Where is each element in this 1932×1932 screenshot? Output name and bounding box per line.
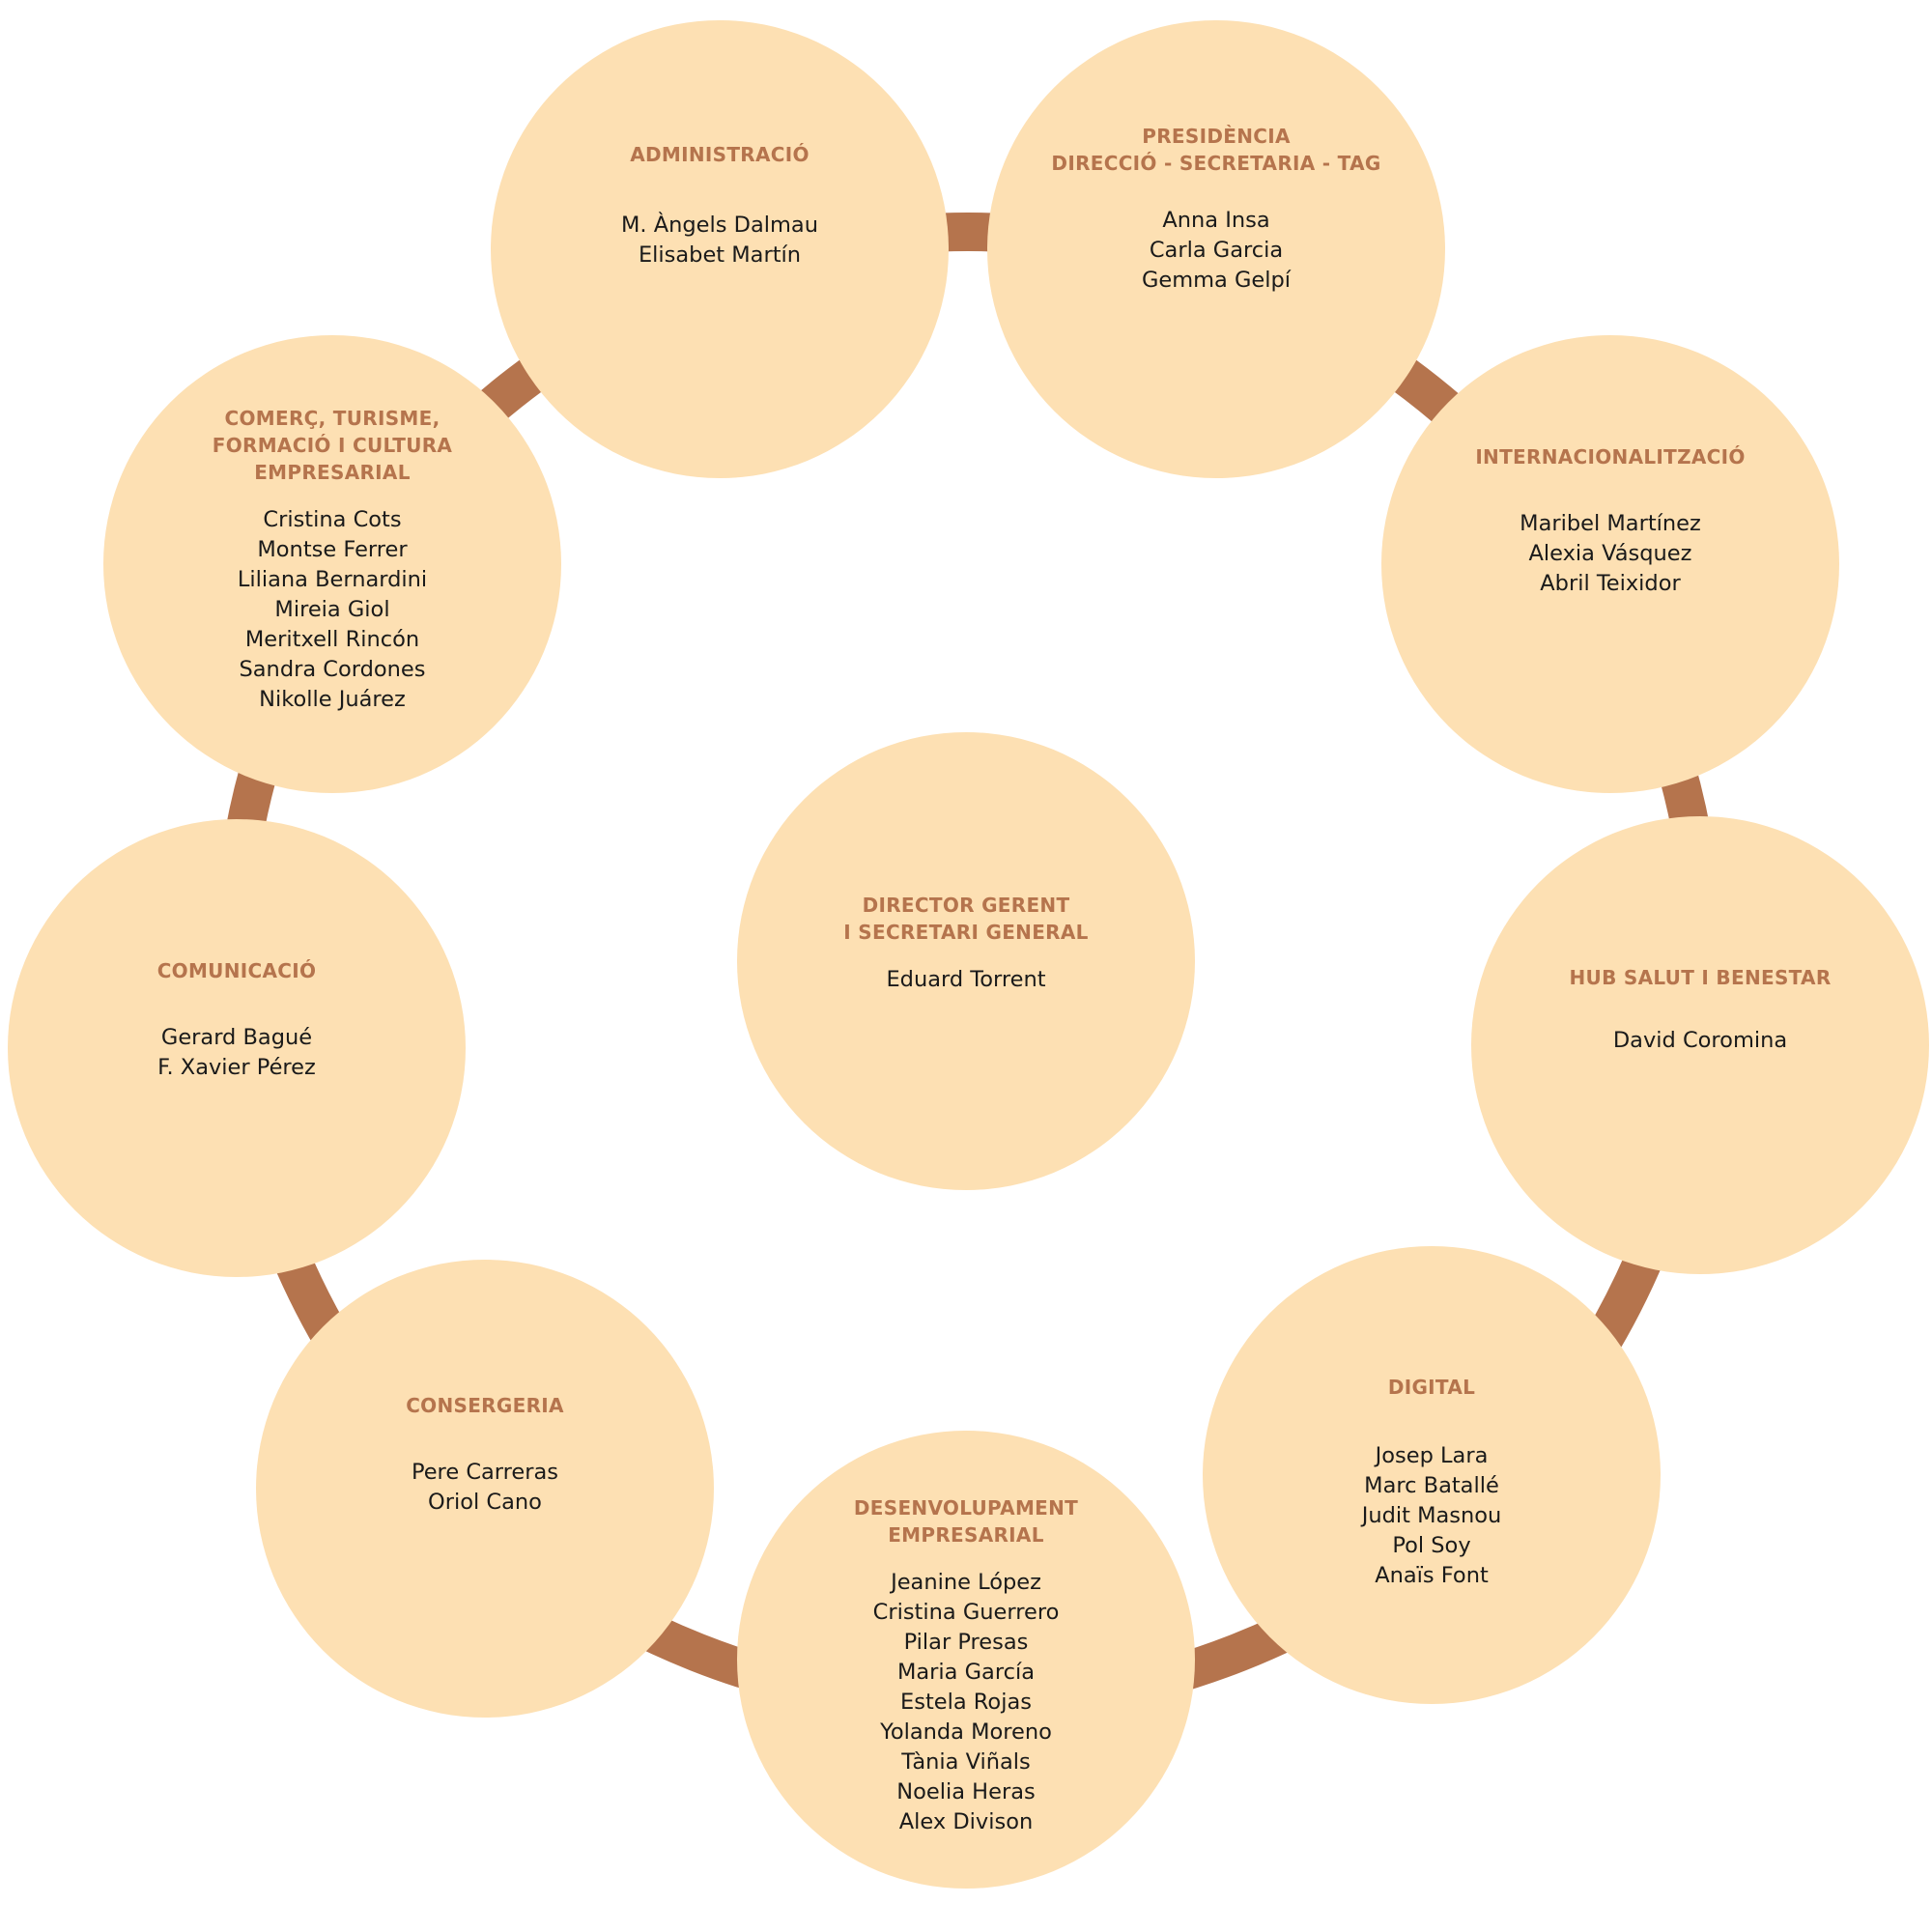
node-title: DESENVOLUPAMENT EMPRESARIAL	[853, 1496, 1079, 1547]
member-name: Anaïs Font	[1375, 1563, 1489, 1588]
node-title: DIRECTOR GERENT I SECRETARI GENERAL	[843, 894, 1089, 944]
member-name: Cristina Cots	[263, 507, 402, 532]
member-name: Oriol Cano	[428, 1490, 542, 1515]
node-members: Anna Insa Carla Garcia Gemma Gelpí	[987, 206, 1445, 296]
node-title: INTERNACIONALITZACIÓ	[1475, 445, 1746, 469]
member-name: Abril Teixidor	[1540, 571, 1681, 596]
dept-comunicacio: COMUNICACIÓ Gerard Bagué F. Xavier Pérez	[8, 819, 466, 1277]
member-name: Maribel Martínez	[1520, 511, 1701, 536]
member-name: Alex Divison	[898, 1809, 1034, 1834]
dept-consergeria: CONSERGERIA Pere Carreras Oriol Cano	[256, 1260, 714, 1718]
dept-presidencia: PRESIDÈNCIA DIRECCIÓ - SECRETARIA - TAG …	[987, 20, 1445, 478]
node-members: Maribel Martínez Alexia Vásquez Abril Te…	[1381, 509, 1839, 599]
member-name: Meritxell Rincón	[244, 627, 420, 652]
member-name: Liliana Bernardini	[237, 567, 428, 592]
node-title: PRESIDÈNCIA DIRECCIÓ - SECRETARIA - TAG	[1051, 125, 1381, 175]
member-name: Josep Lara	[1375, 1443, 1489, 1468]
node-members: Jeanine López Cristina Guerrero Pilar Pr…	[737, 1568, 1195, 1837]
member-name: Noelia Heras	[896, 1779, 1036, 1804]
node-title: COMUNICACIÓ	[156, 959, 317, 982]
node-members: Eduard Torrent	[737, 965, 1195, 995]
member-name: Carla Garcia	[1149, 238, 1284, 263]
member-name: Maria García	[896, 1660, 1036, 1685]
dept-desenvolupament: DESENVOLUPAMENT EMPRESARIAL Jeanine Lópe…	[737, 1431, 1195, 1889]
node-members: Gerard Bagué F. Xavier Pérez	[8, 1023, 466, 1083]
member-name: Eduard Torrent	[886, 967, 1046, 992]
member-name: Marc Batallé	[1364, 1473, 1499, 1498]
node-members: M. Àngels Dalmau Elisabet Martín	[491, 211, 949, 270]
member-name: M. Àngels Dalmau	[621, 213, 818, 238]
member-name: Gemma Gelpí	[1141, 268, 1292, 293]
member-name: Sandra Cordones	[239, 657, 426, 682]
node-title: HUB SALUT I BENESTAR	[1569, 966, 1832, 989]
member-name: David Coromina	[1612, 1028, 1788, 1053]
member-name: Pol Soy	[1392, 1533, 1471, 1558]
node-members: Cristina Cots Montse Ferrer Liliana Bern…	[103, 505, 561, 715]
member-name: Mireia Giol	[274, 597, 390, 622]
dept-hub-salut: HUB SALUT I BENESTAR David Coromina	[1471, 816, 1929, 1274]
node-title: ADMINISTRACIÓ	[630, 143, 810, 166]
node-title: CONSERGERIA	[406, 1394, 564, 1417]
member-name: Jeanine López	[891, 1570, 1041, 1595]
member-name: Gerard Bagué	[160, 1025, 313, 1050]
node-members: Josep Lara Marc Batallé Judit Masnou Pol…	[1203, 1441, 1661, 1591]
member-name: Yolanda Moreno	[880, 1719, 1052, 1745]
dept-administracio: ADMINISTRACIÓ M. Àngels Dalmau Elisabet …	[491, 20, 949, 478]
node-members: David Coromina	[1471, 1026, 1929, 1056]
dept-digital: DIGITAL Josep Lara Marc Batallé Judit Ma…	[1203, 1246, 1661, 1704]
member-name: Estela Rojas	[900, 1690, 1032, 1715]
node-title: COMERÇ, TURISME, FORMACIÓ I CULTURA EMPR…	[212, 407, 453, 484]
member-name: Montse Ferrer	[257, 537, 408, 562]
member-name: Judit Masnou	[1361, 1503, 1502, 1528]
member-name: Tània Viñals	[901, 1749, 1031, 1775]
director-circle: DIRECTOR GERENT I SECRETARI GENERAL Edua…	[737, 732, 1195, 1190]
member-name: Cristina Guerrero	[872, 1600, 1060, 1625]
dept-internacionalitzacio: INTERNACIONALITZACIÓ Maribel Martínez Al…	[1381, 335, 1839, 793]
node-title: DIGITAL	[1387, 1376, 1476, 1399]
member-name: Pere Carreras	[411, 1460, 559, 1485]
member-name: Pilar Presas	[903, 1630, 1029, 1655]
node-members: Pere Carreras Oriol Cano	[256, 1458, 714, 1518]
member-name: Anna Insa	[1162, 208, 1270, 233]
member-name: Nikolle Juárez	[259, 687, 406, 712]
member-name: Alexia Vásquez	[1528, 541, 1692, 566]
dept-comerc: COMERÇ, TURISME, FORMACIÓ I CULTURA EMPR…	[103, 335, 561, 793]
member-name: Elisabet Martín	[638, 242, 802, 268]
member-name: F. Xavier Pérez	[157, 1055, 316, 1080]
